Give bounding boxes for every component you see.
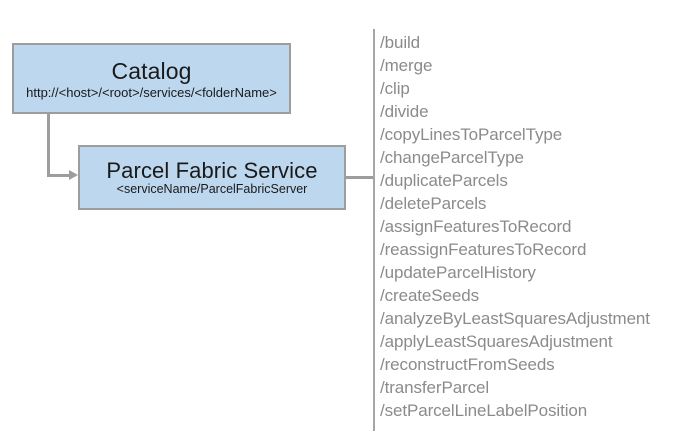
operation-item: /divide: [380, 102, 429, 121]
operations-divider: [373, 29, 375, 431]
parcel-fabric-service-node-path: <serviceName/ParcelFabricServer: [116, 181, 308, 196]
operation-item: /reconstructFromSeeds: [380, 355, 555, 374]
operation-item: /assignFeaturesToRecord: [380, 217, 572, 236]
connector-catalog-to-service-vertical: [47, 114, 50, 177]
operation-item: /analyzeByLeastSquaresAdjustment: [380, 309, 650, 328]
operation-item: /deleteParcels: [380, 194, 487, 213]
arrowhead-icon: [69, 170, 78, 180]
operation-item: /applyLeastSquaresAdjustment: [380, 332, 613, 351]
operation-item: /transferParcel: [380, 378, 490, 397]
operation-item: /createSeeds: [380, 286, 479, 305]
connector-service-to-operations: [346, 176, 375, 179]
connector-catalog-to-service-horizontal: [47, 174, 71, 177]
operation-item: /reassignFeaturesToRecord: [380, 240, 587, 259]
catalog-node-title: Catalog: [111, 57, 192, 84]
parcel-fabric-service-node-title: Parcel Fabric Service: [106, 157, 318, 183]
operation-item: /copyLinesToParcelType: [380, 125, 563, 144]
operation-item: /build: [380, 33, 421, 52]
parcel-fabric-service-node: Parcel Fabric Service <serviceName/Parce…: [78, 145, 346, 210]
operation-item: /setParcelLineLabelPosition: [380, 401, 588, 420]
operation-item: /duplicateParcels: [380, 171, 508, 190]
catalog-node: Catalog http://<host>/<root>/services/<f…: [12, 43, 291, 114]
operation-item: /clip: [380, 79, 410, 98]
operations-list: /build /merge /clip /divide /copyLinesTo…: [380, 31, 685, 422]
operation-item: /changeParcelType: [380, 148, 524, 167]
operation-item: /merge: [380, 56, 433, 75]
catalog-node-url: http://<host>/<root>/services/<folderNam…: [26, 84, 277, 100]
operation-item: /updateParcelHistory: [380, 263, 536, 282]
